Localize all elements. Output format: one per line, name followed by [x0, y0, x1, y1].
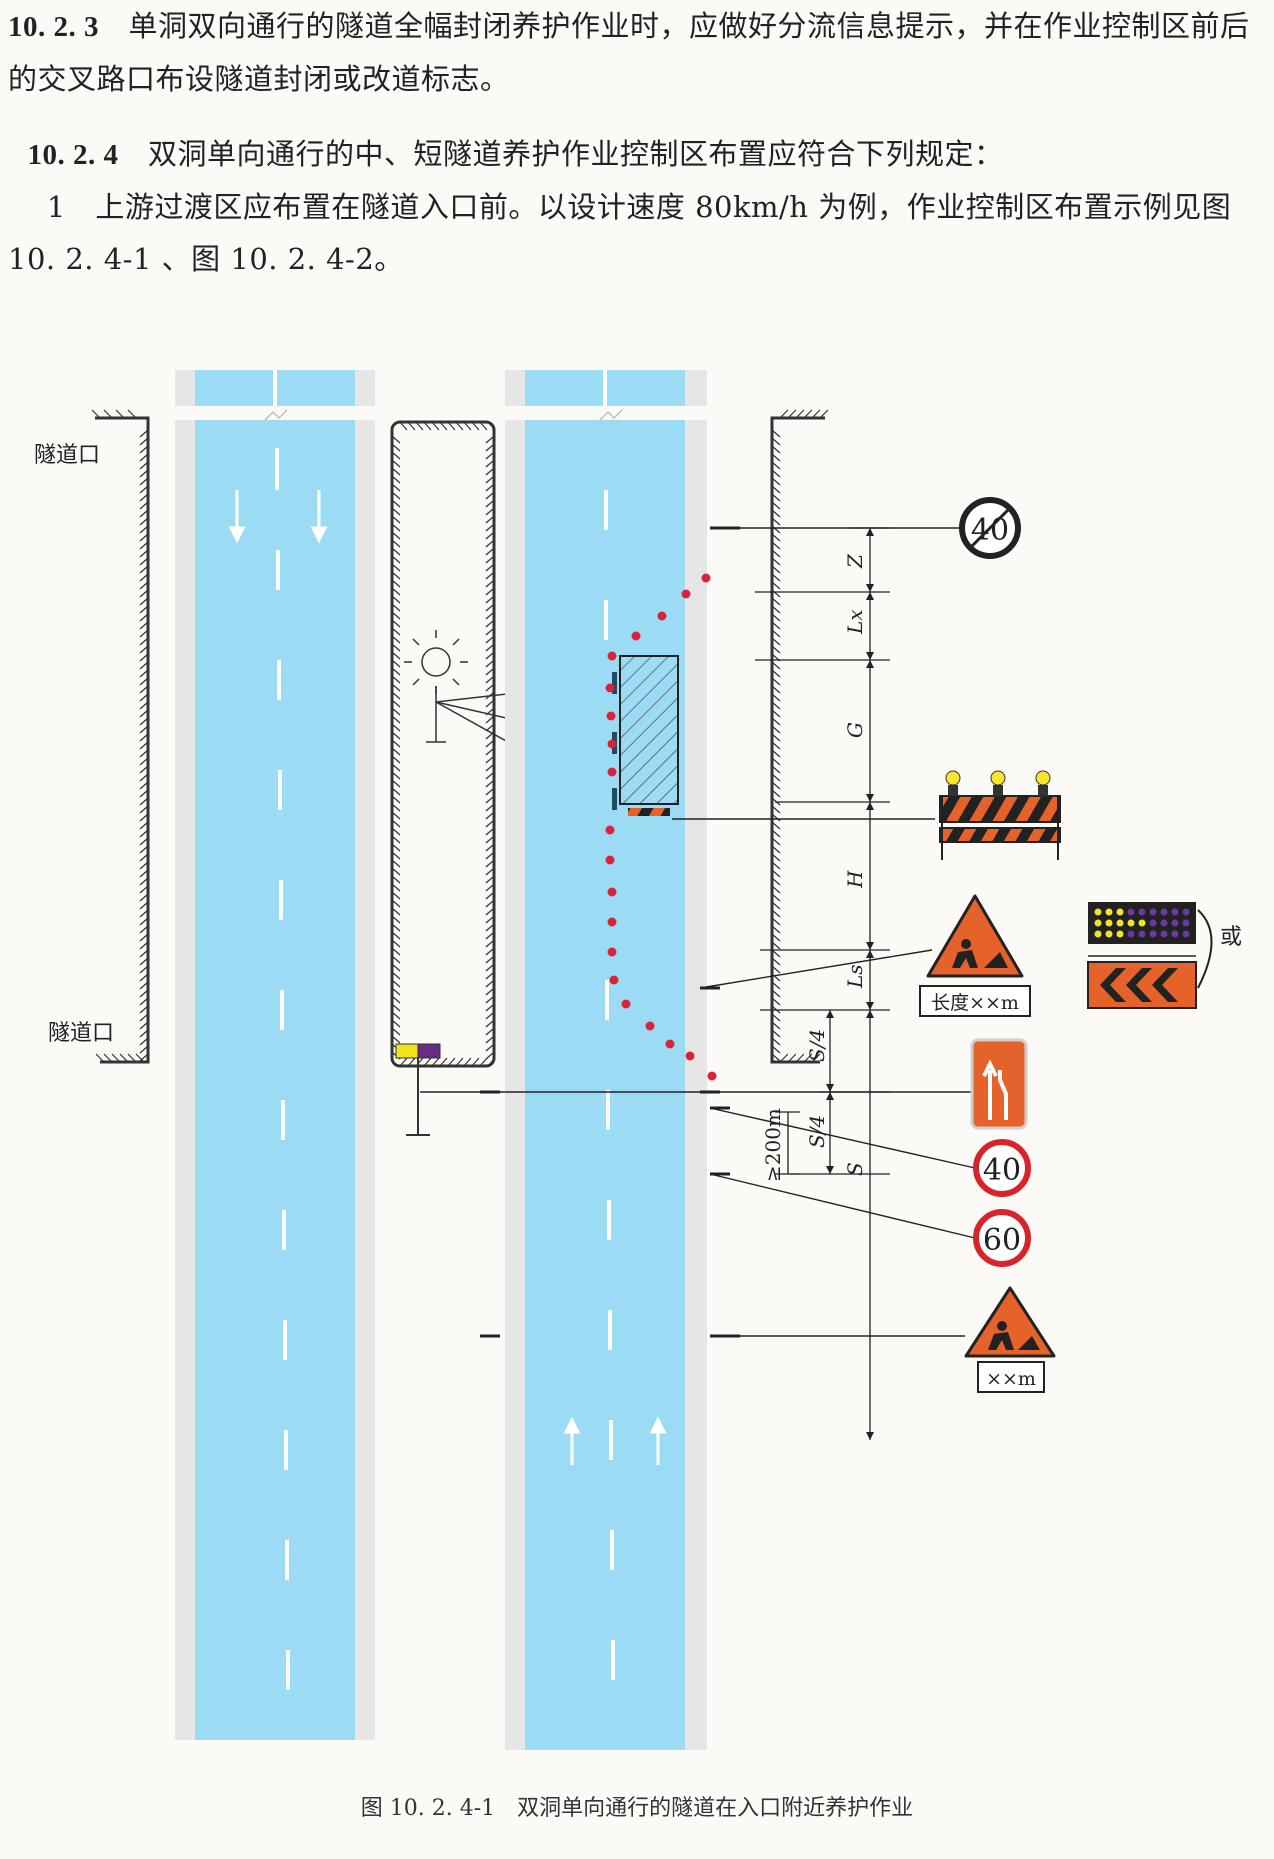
work-area — [619, 655, 679, 805]
traffic-cone — [606, 711, 616, 721]
warning-light-icon — [945, 770, 1051, 796]
dim-label-h: H — [843, 870, 867, 889]
left-tunnel-portal — [91, 409, 150, 1064]
dimension-labels: Z Lx G H Ls S/4 S/4 S ≥200m — [761, 553, 867, 1182]
dimension-arrows — [826, 528, 874, 1440]
portal-hatch — [95, 429, 149, 1063]
right-lane-line — [603, 370, 615, 1680]
traffic-cone — [605, 825, 615, 835]
traffic-cone — [607, 651, 617, 661]
traffic-cone — [607, 917, 617, 927]
left-lane-line — [273, 370, 290, 1690]
traffic-cone — [605, 855, 615, 865]
traffic-cone — [607, 739, 617, 749]
traffic-cone — [645, 1021, 655, 1031]
break-mark — [175, 406, 375, 420]
dim-label-200m: ≥200m — [761, 1108, 785, 1182]
right-tunnel-portal — [770, 416, 825, 1064]
length-plate: 长度××m — [931, 992, 1019, 1014]
down-arrow — [228, 490, 328, 544]
advance-info-sign — [395, 1043, 441, 1136]
traffic-cone — [685, 1051, 695, 1061]
lane-reduction-sign — [970, 1038, 1028, 1130]
left-carriageway — [175, 370, 375, 1740]
speed-limit-40-sign: 40 — [973, 1139, 1031, 1197]
portal-label: 隧道口 — [34, 443, 100, 468]
traffic-cone — [701, 573, 711, 583]
distance-plate: ××m — [986, 1368, 1036, 1390]
speed-limit-60-sign: 60 — [973, 1209, 1031, 1267]
traffic-cone — [631, 631, 641, 641]
traffic-cone — [607, 887, 617, 897]
dim-label-g: G — [843, 722, 867, 738]
item-text: 上游过渡区应布置在隧道入口前。以设计速度 80km/h 为例，作业控制区布置示例… — [8, 190, 1232, 276]
clause-number: 10. 2. 3 — [8, 11, 99, 43]
portal-label: 隧道口 — [48, 1021, 114, 1046]
clause-number: 10. 2. 4 — [27, 139, 119, 171]
dim-label-s4-a: S/4 — [805, 1029, 829, 1062]
traffic-cone — [681, 589, 691, 599]
clause-10-2-4: 10. 2. 4 双洞单向通行的中、短隧道养护作业控制区布置应符合下列规定： 1… — [8, 128, 1266, 285]
speed-value: 40 — [971, 513, 1009, 548]
traffic-cones — [605, 573, 717, 1081]
advance-road-work-sign: ××m — [964, 1286, 1056, 1393]
median-tunnel-wall — [390, 420, 496, 1068]
clause-10-2-3: 10. 2. 3 单洞双向通行的隧道全幅封闭养护作业时，应做好分流信息提示，并在… — [8, 0, 1266, 105]
or-label: 或 — [1220, 925, 1242, 950]
arrow-board-option: 或 — [1087, 902, 1242, 1009]
road-barrier — [939, 770, 1061, 860]
speed-limit-40-lift-sign: 40 — [959, 497, 1021, 559]
clause-text: 双洞单向通行的中、短隧道养护作业控制区布置应符合下列规定： — [147, 137, 1004, 171]
chevron-left-icon — [1100, 968, 1178, 1002]
traffic-cone — [657, 611, 667, 621]
item-number: 1 — [46, 190, 66, 224]
dim-label-z: Z — [843, 553, 867, 569]
dim-label-lx: Lx — [843, 609, 867, 635]
traffic-cone — [665, 1039, 675, 1049]
traffic-cone — [621, 999, 631, 1009]
traffic-cone — [607, 947, 617, 957]
dim-label-s4-b: S/4 — [805, 1115, 829, 1148]
speed-value: 60 — [983, 1223, 1021, 1258]
up-arrow — [563, 1416, 667, 1465]
traffic-cone — [607, 767, 617, 777]
traffic-cone — [605, 683, 615, 693]
road-work-warning-sign: 长度××m — [919, 894, 1031, 1017]
speed-value: 40 — [983, 1153, 1021, 1188]
barrier-strip — [628, 808, 670, 816]
dim-label-s: S — [843, 1162, 867, 1176]
dim-label-ls: Ls — [843, 964, 867, 989]
figure-caption: 图 10. 2. 4-1 双洞单向通行的隧道在入口附近养护作业 — [360, 1796, 914, 1821]
traffic-cone — [609, 975, 619, 985]
work-zone-diagram: 隧道口 隧道口 — [34, 370, 1242, 1750]
clause-text: 单洞双向通行的隧道全幅封闭养护作业时，应做好分流信息提示，并在作业控制区前后的交… — [8, 9, 1250, 96]
worker-icon — [952, 939, 1008, 968]
traffic-cone — [707, 1071, 717, 1081]
right-carriageway — [505, 370, 707, 1750]
break-mark — [505, 406, 707, 420]
worker-icon — [988, 1321, 1040, 1350]
